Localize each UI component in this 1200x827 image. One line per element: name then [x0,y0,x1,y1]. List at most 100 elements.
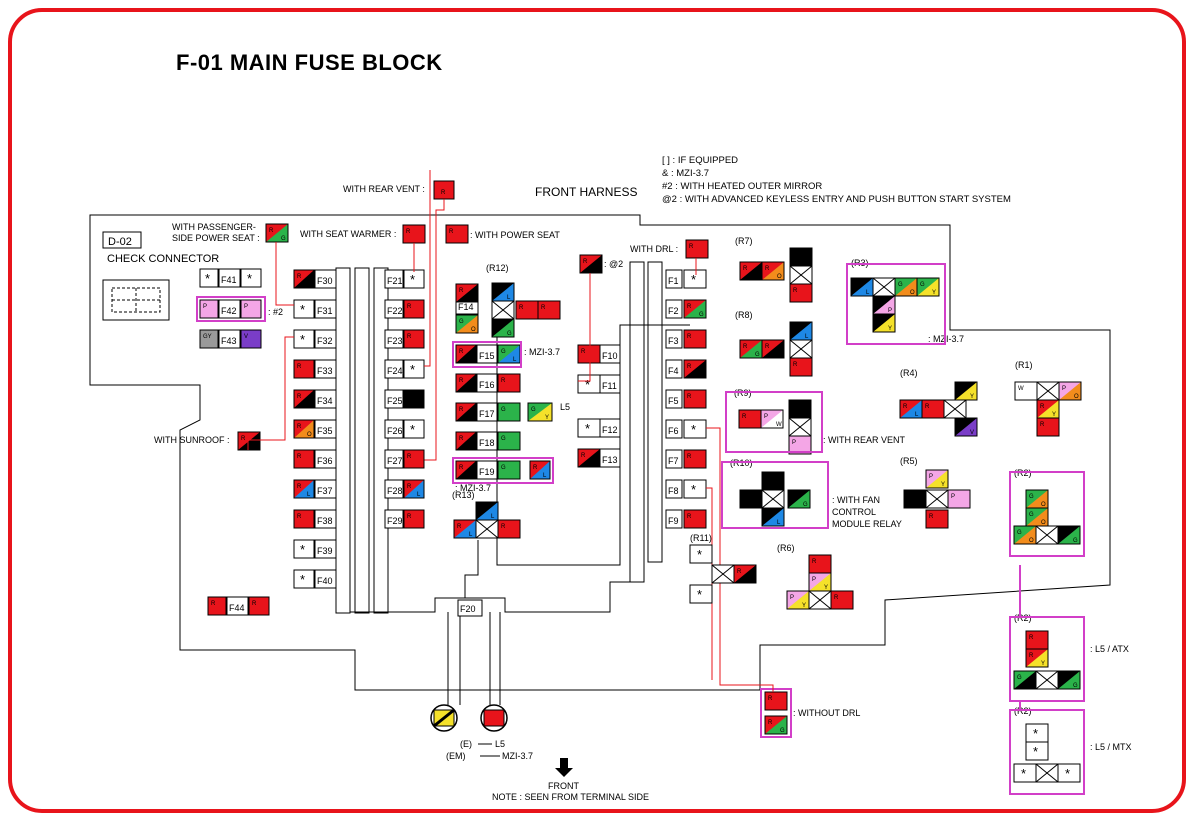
svg-text:Y: Y [1041,661,1045,667]
fuse-f16-label: F16 [479,380,495,390]
svg-text:*: * [300,302,305,317]
seat-warmer-cell: R [402,224,426,244]
svg-text:R: R [211,601,216,607]
svg-text:*: * [247,271,252,286]
fuse-f39-label: F39 [317,546,333,556]
svg-text:R: R [765,266,770,272]
svg-text:R: R [297,394,302,400]
svg-text:B: B [1061,530,1065,536]
fuse-f14-bottom: GO [455,314,479,334]
relay-r10-cell-4: BG [787,489,811,509]
relay-r2-l5-atx-cell-2: GB [1013,670,1037,690]
fuse-f30-box [314,269,337,289]
fuse-f24-label: F24 [387,366,403,376]
svg-text:B: B [777,352,781,358]
legend-line-1: [ ] : IF EQUIPPED [662,155,738,166]
fuse-f38-terminal: R [293,509,315,529]
svg-text:O: O [910,290,915,296]
fuse-f10-terminal: R [577,344,601,364]
svg-text:B: B [876,300,880,306]
red-wire-6 [706,487,713,680]
svg-text:B: B [495,287,499,293]
svg-text:*: * [697,587,702,602]
relay-r3-cell-5: BY [872,313,896,333]
svg-text:B: B [765,512,769,518]
svg-text:R: R [297,454,302,460]
svg-text:G: G [755,352,760,358]
fuse-f25-box [384,389,404,409]
svg-text:B: B [307,402,311,408]
fuse-f8-terminal: * [683,479,707,499]
relay-r2-cell-2: GO [1013,525,1037,545]
svg-text:G: G [1017,675,1022,681]
fuse-f33-terminal: R [293,359,315,379]
svg-text:L: L [805,334,809,340]
page-title: F-01 MAIN FUSE BLOCK [176,50,443,75]
fuse-f31-box [314,299,337,319]
fuse-f19-box [476,460,498,480]
fuse-f44-right: R [248,596,270,616]
d02-code: D-02 [108,236,132,248]
svg-text:R: R [407,334,412,340]
fuse-f39-box [314,539,337,559]
fuse-f5-box [665,389,683,409]
svg-text:R: R [441,190,446,196]
relay-r12-cell-0: BL [491,282,515,302]
relay-r11-label: (R11) [690,533,712,543]
svg-text:R: R [737,569,742,575]
fuse-f2-label: F2 [668,306,679,316]
fuse-f30-label: F30 [317,276,333,286]
relay-r1-cell-3: RY [1036,399,1060,419]
fuse-f18-box [476,431,498,451]
svg-text:P: P [888,308,892,314]
fuse-f37-label: F37 [317,486,333,496]
fuse-f3-label: F3 [668,336,679,346]
svg-text:B: B [1029,683,1033,689]
note-mzi-f15: : MZI-3.7 [524,347,560,357]
fuse-f24-terminal: * [403,359,425,379]
fuse-f3-terminal: R [683,329,707,349]
fuse-f22-box [384,299,404,319]
svg-text:L: L [307,492,311,498]
fuse-f7-label: F7 [668,456,679,466]
fuse-f36-box [314,449,337,469]
fuse-f43-box [218,329,241,349]
svg-text:G: G [531,407,536,413]
svg-text:B: B [907,494,911,500]
relay-r2-l5-mtx-cell-2: * [1013,763,1037,783]
relay-r6-cell-3: PY [786,590,810,610]
relay-r6-cell-1: PY [808,572,832,592]
bus-bar-left-2 [354,267,370,614]
fuse-f1-label: F1 [668,276,679,286]
f42-highlight [196,296,266,322]
svg-text:R: R [581,349,586,355]
d02-box [102,231,142,249]
svg-text:G: G [281,236,286,242]
svg-text:G: G [803,502,808,508]
svg-text:R: R [519,305,524,311]
fuse-f31-terminal: * [293,299,315,319]
svg-text:Y: Y [545,415,549,421]
fuse-f13-label: F13 [602,455,618,465]
svg-text:*: * [300,572,305,587]
fuse-f44-left: R [207,596,227,616]
svg-text:*: * [410,272,415,287]
svg-text:R: R [925,404,930,410]
fuse-f30-terminal: RB [293,269,315,289]
fuse-f14-box [455,301,479,315]
note-hash2: : #2 [268,307,283,317]
svg-text:B: B [793,252,797,258]
relay-r2-l5-atx-cell-0: R [1025,630,1049,650]
svg-text:B: B [699,372,703,378]
svg-text:B: B [958,386,962,392]
legend-line-4: @2 : WITH ADVANCED KEYLESS ENTRY AND PUS… [662,194,1011,205]
svg-text:R: R [269,228,274,234]
svg-text:GY: GY [203,334,212,340]
fuse-f8-label: F8 [668,486,679,496]
svg-text:B: B [755,274,759,280]
fuse-f17-right: G [497,402,521,422]
note-fan-2: CONTROL [832,507,876,517]
fuse-f15-box [476,344,498,364]
